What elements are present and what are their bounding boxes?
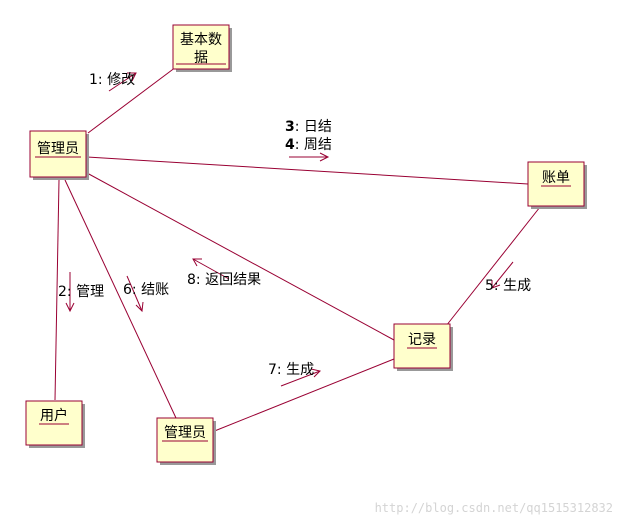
message-arrows [65, 72, 514, 387]
link-admin-bill [86, 156, 529, 185]
arrow-msg-6 [126, 275, 144, 313]
msg-3-text: : 日结 [295, 119, 332, 135]
node-bill[interactable]: 账单 [527, 161, 587, 209]
link-admin-user [54, 179, 60, 401]
msg-7-label: 7: 生成 [268, 362, 314, 378]
node-user-label: 用户 [40, 407, 68, 424]
arrow-msg-8 [192, 258, 230, 280]
node-admin-top[interactable]: 管理员 [29, 130, 89, 180]
arrow-msg-7 [280, 368, 321, 387]
link-admin-bottom-record [211, 358, 395, 433]
msg-6-label: 6: 结账 [123, 282, 169, 298]
link-admin-admin-bottom [64, 179, 177, 419]
node-basic-data[interactable]: 基本数 据 [172, 24, 232, 72]
msg-8-label: 8: 返回结果 [187, 272, 261, 288]
msg-3-label: 3: 日结 [285, 119, 332, 135]
msg-4-label: 4: 周结 [285, 137, 332, 153]
watermark: http://blog.csdn.net/qq1515312832 [375, 501, 613, 515]
link-record-bill [445, 206, 541, 327]
node-basic-data-label-line2: 据 [194, 50, 208, 66]
links [54, 66, 541, 433]
msg-1-label: 1: 修改 [89, 72, 135, 88]
node-admin-top-label: 管理员 [37, 141, 79, 157]
node-basic-data-label-line1: 基本数 [180, 31, 222, 48]
node-user[interactable]: 用户 [25, 400, 85, 448]
node-record[interactable]: 记录 [393, 323, 453, 371]
arrow-msg-2 [65, 272, 75, 313]
link-admin-basic-data [87, 66, 177, 134]
arrow-msg-3-4 [289, 152, 330, 162]
msg-4-number: 4 [285, 137, 295, 153]
msg-3-number: 3 [285, 119, 295, 135]
arrow-msg-5 [491, 261, 514, 289]
arrow-msg-1 [108, 72, 137, 92]
message-labels: 1: 修改 3: 日结 4: 周结 2: 管理 6: 结账 8: 返回结果 5:… [58, 72, 531, 378]
node-bill-label: 账单 [542, 170, 570, 186]
msg-2-label: 2: 管理 [58, 284, 104, 300]
node-record-label: 记录 [408, 332, 436, 348]
node-admin-bottom-label: 管理员 [164, 425, 206, 441]
link-admin-record [86, 172, 395, 341]
msg-5-label: 5: 生成 [485, 278, 531, 294]
node-admin-bottom[interactable]: 管理员 [156, 417, 216, 465]
msg-4-text: : 周结 [295, 137, 332, 153]
